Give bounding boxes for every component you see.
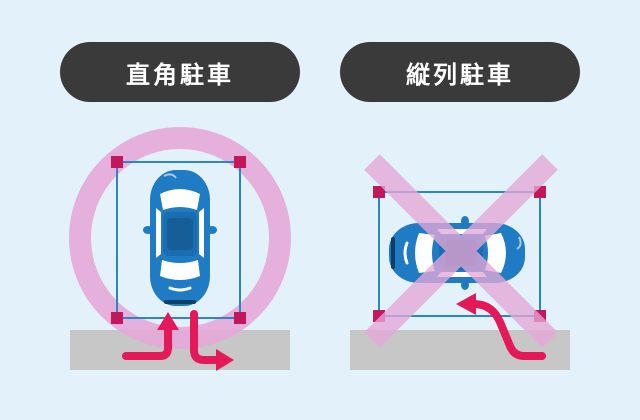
entry-arrowhead-icon xyxy=(157,312,179,330)
cross-ng-icon xyxy=(364,154,558,348)
entry-arrow-icon xyxy=(122,324,172,360)
corner-marker xyxy=(234,312,246,324)
parallel-entry-arrow-icon xyxy=(470,300,546,360)
exit-arrow-icon xyxy=(190,310,222,364)
exit-arrowhead-icon xyxy=(216,349,234,371)
left-parking-frame xyxy=(116,161,241,319)
parallel-entry-arrowhead-icon xyxy=(456,293,476,315)
corner-marker xyxy=(234,156,246,168)
car-perpendicular-icon xyxy=(141,168,219,308)
right-parking-frame xyxy=(378,191,541,317)
corner-marker xyxy=(111,156,123,168)
corner-marker xyxy=(111,312,123,324)
perpendicular-parking-label: 直角駐車 xyxy=(60,42,300,102)
circle-ok-icon xyxy=(69,127,291,349)
parallel-parking-label: 縦列駐車 xyxy=(340,42,580,102)
